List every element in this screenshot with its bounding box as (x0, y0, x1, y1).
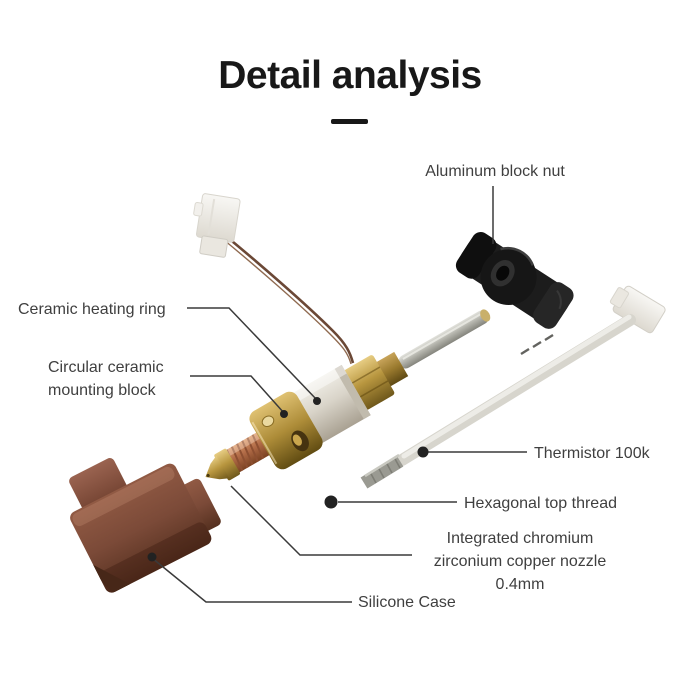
label-mounting-block-line1: Circular ceramic (48, 359, 164, 376)
thermistor-probe-tip (360, 455, 404, 489)
leader-silicone-case (151, 557, 352, 603)
leader-dot-mounting-block (280, 410, 288, 418)
nozzle-part (205, 448, 240, 481)
label-nozzle: Integrated chromium zirconium copper noz… (410, 527, 630, 596)
label-thermistor: Thermistor 100k (534, 445, 650, 462)
leader-dot-hexagonal-thread (324, 495, 338, 509)
label-silicone-case: Silicone Case (358, 594, 456, 611)
brass-collar (375, 351, 409, 388)
label-ceramic-heating-ring: Ceramic heating ring (18, 301, 166, 318)
thermistor-connector (609, 285, 666, 334)
heater-connector (193, 193, 241, 258)
page-title: Detail analysis (218, 54, 482, 97)
leader-mounting-block (190, 375, 285, 414)
label-hexagonal-top-thread: Hexagonal top thread (464, 495, 617, 512)
aluminum-block-nut-part (455, 232, 574, 329)
thermistor-sleeve-markings (520, 333, 554, 356)
title-underline-bar (331, 119, 368, 124)
thermistor-part (360, 285, 666, 489)
heatbreak-tube (398, 309, 491, 369)
label-aluminum-block-nut: Aluminum block nut (425, 163, 565, 180)
circular-ceramic-mounting-block-part (249, 391, 323, 470)
leader-dot-silicone-case (147, 552, 157, 562)
leader-ceramic-heating-ring (187, 307, 318, 401)
brass-hex-fitting (344, 355, 395, 410)
label-circular-ceramic-mounting-block: Circular ceramic mounting block (48, 356, 164, 402)
leader-lines (147, 186, 527, 603)
leader-dot-ceramic-ring (313, 397, 321, 405)
heater-wire (223, 235, 355, 365)
silicone-case-part (69, 458, 221, 593)
leader-dot-thermistor (417, 446, 429, 458)
label-nozzle-line1: Integrated chromium (446, 530, 594, 547)
leader-nozzle (230, 485, 412, 556)
label-nozzle-line2: zirconium copper nozzle (433, 553, 607, 570)
hotend-assembly (205, 309, 491, 481)
label-mounting-block-line2: mounting block (48, 382, 156, 399)
label-nozzle-line3: 0.4mm (495, 576, 545, 593)
